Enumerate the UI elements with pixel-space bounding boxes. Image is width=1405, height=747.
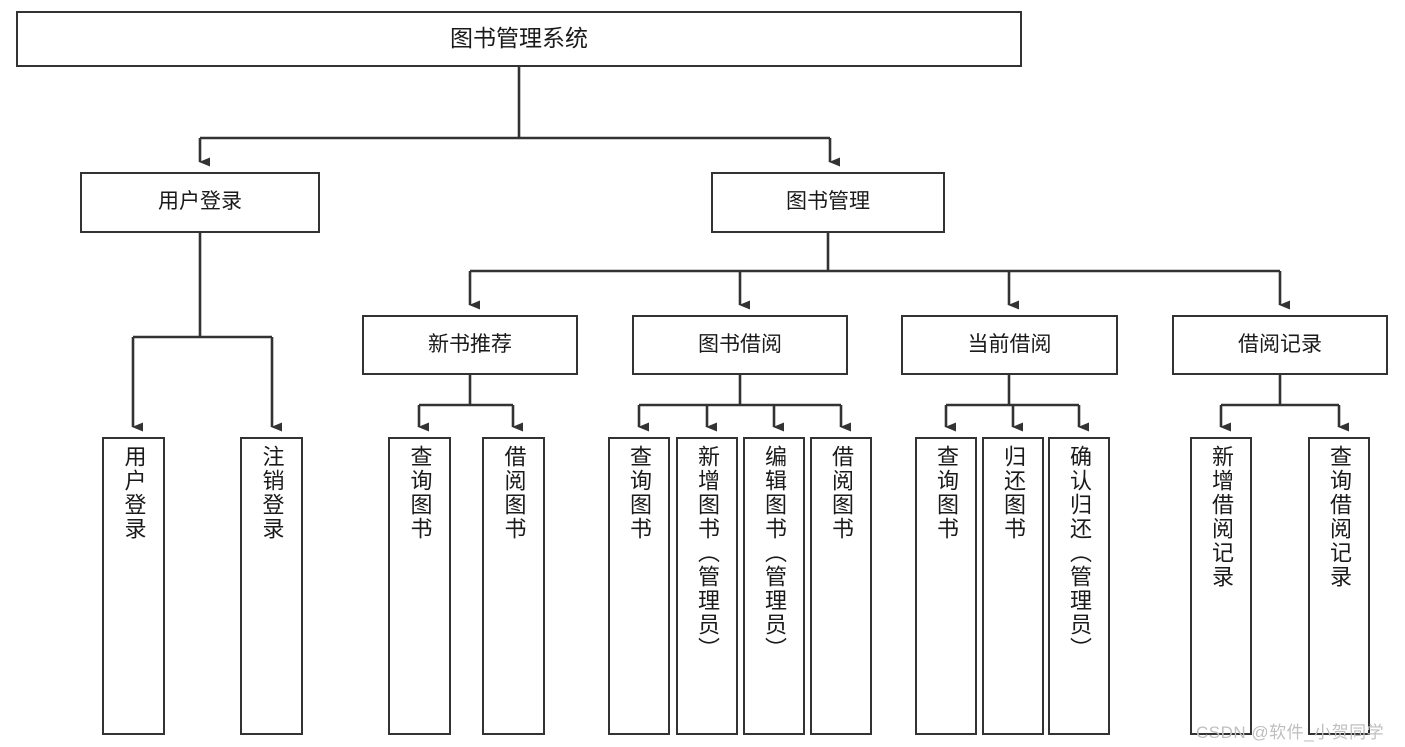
node-borrow-record[interactable]: 借阅记录 bbox=[1172, 315, 1388, 375]
node-new-book-rec[interactable]: 新书推荐 bbox=[362, 315, 578, 375]
node-leaf-user-login[interactable]: 用户登录 bbox=[102, 437, 165, 735]
node-book-manage[interactable]: 图书管理 bbox=[711, 172, 945, 233]
node-current-borrow[interactable]: 当前借阅 bbox=[901, 315, 1118, 375]
node-leaf-edit-book-label: 编辑图书（管理员） bbox=[762, 445, 787, 661]
node-leaf-return-book[interactable]: 归还图书 bbox=[982, 437, 1044, 735]
node-leaf-user-logout[interactable]: 注销登录 bbox=[240, 437, 303, 735]
node-leaf-query-book-rec-label: 查询图书 bbox=[407, 445, 433, 541]
node-leaf-borrow-book-label: 借阅图书 bbox=[829, 445, 854, 541]
node-leaf-confirm-return[interactable]: 确认归还（管理员） bbox=[1048, 437, 1110, 735]
node-leaf-add-record[interactable]: 新增借阅记录 bbox=[1190, 437, 1252, 735]
node-leaf-add-book[interactable]: 新增图书（管理员） bbox=[676, 437, 738, 735]
node-leaf-add-record-label: 新增借阅记录 bbox=[1209, 445, 1234, 589]
node-leaf-add-book-label: 新增图书（管理员） bbox=[695, 445, 720, 661]
node-leaf-query-record-label: 查询借阅记录 bbox=[1327, 445, 1352, 589]
node-leaf-query-book-rec[interactable]: 查询图书 bbox=[388, 437, 451, 735]
node-leaf-query-book-cur[interactable]: 查询图书 bbox=[915, 437, 977, 735]
csdn-watermark: CSDN @软件_小贺同学 bbox=[1196, 723, 1385, 742]
node-leaf-borrow-book[interactable]: 借阅图书 bbox=[810, 437, 872, 735]
node-leaf-borrow-book-rec[interactable]: 借阅图书 bbox=[482, 437, 545, 735]
node-leaf-query-record[interactable]: 查询借阅记录 bbox=[1308, 437, 1370, 735]
node-book-borrow-label: 图书借阅 bbox=[698, 332, 782, 356]
node-new-book-rec-label: 新书推荐 bbox=[428, 332, 512, 356]
node-root[interactable]: 图书管理系统 bbox=[16, 11, 1022, 67]
node-borrow-record-label: 借阅记录 bbox=[1238, 332, 1322, 356]
node-book-manage-label: 图书管理 bbox=[786, 190, 870, 214]
node-root-label: 图书管理系统 bbox=[450, 25, 588, 52]
node-current-borrow-label: 当前借阅 bbox=[967, 332, 1052, 356]
node-book-borrow[interactable]: 图书借阅 bbox=[632, 315, 848, 375]
node-leaf-user-login-label: 用户登录 bbox=[121, 445, 147, 541]
node-leaf-user-logout-label: 注销登录 bbox=[259, 445, 285, 541]
node-leaf-query-book[interactable]: 查询图书 bbox=[608, 437, 670, 735]
node-leaf-edit-book[interactable]: 编辑图书（管理员） bbox=[743, 437, 805, 735]
node-user-login-label: 用户登录 bbox=[158, 190, 242, 214]
node-leaf-query-book-label: 查询图书 bbox=[627, 445, 652, 541]
node-leaf-query-book-cur-label: 查询图书 bbox=[934, 445, 959, 541]
node-user-login[interactable]: 用户登录 bbox=[80, 172, 320, 233]
node-leaf-borrow-book-rec-label: 借阅图书 bbox=[501, 445, 527, 541]
node-leaf-confirm-return-label: 确认归还（管理员） bbox=[1067, 445, 1092, 661]
node-leaf-return-book-label: 归还图书 bbox=[1001, 445, 1026, 541]
